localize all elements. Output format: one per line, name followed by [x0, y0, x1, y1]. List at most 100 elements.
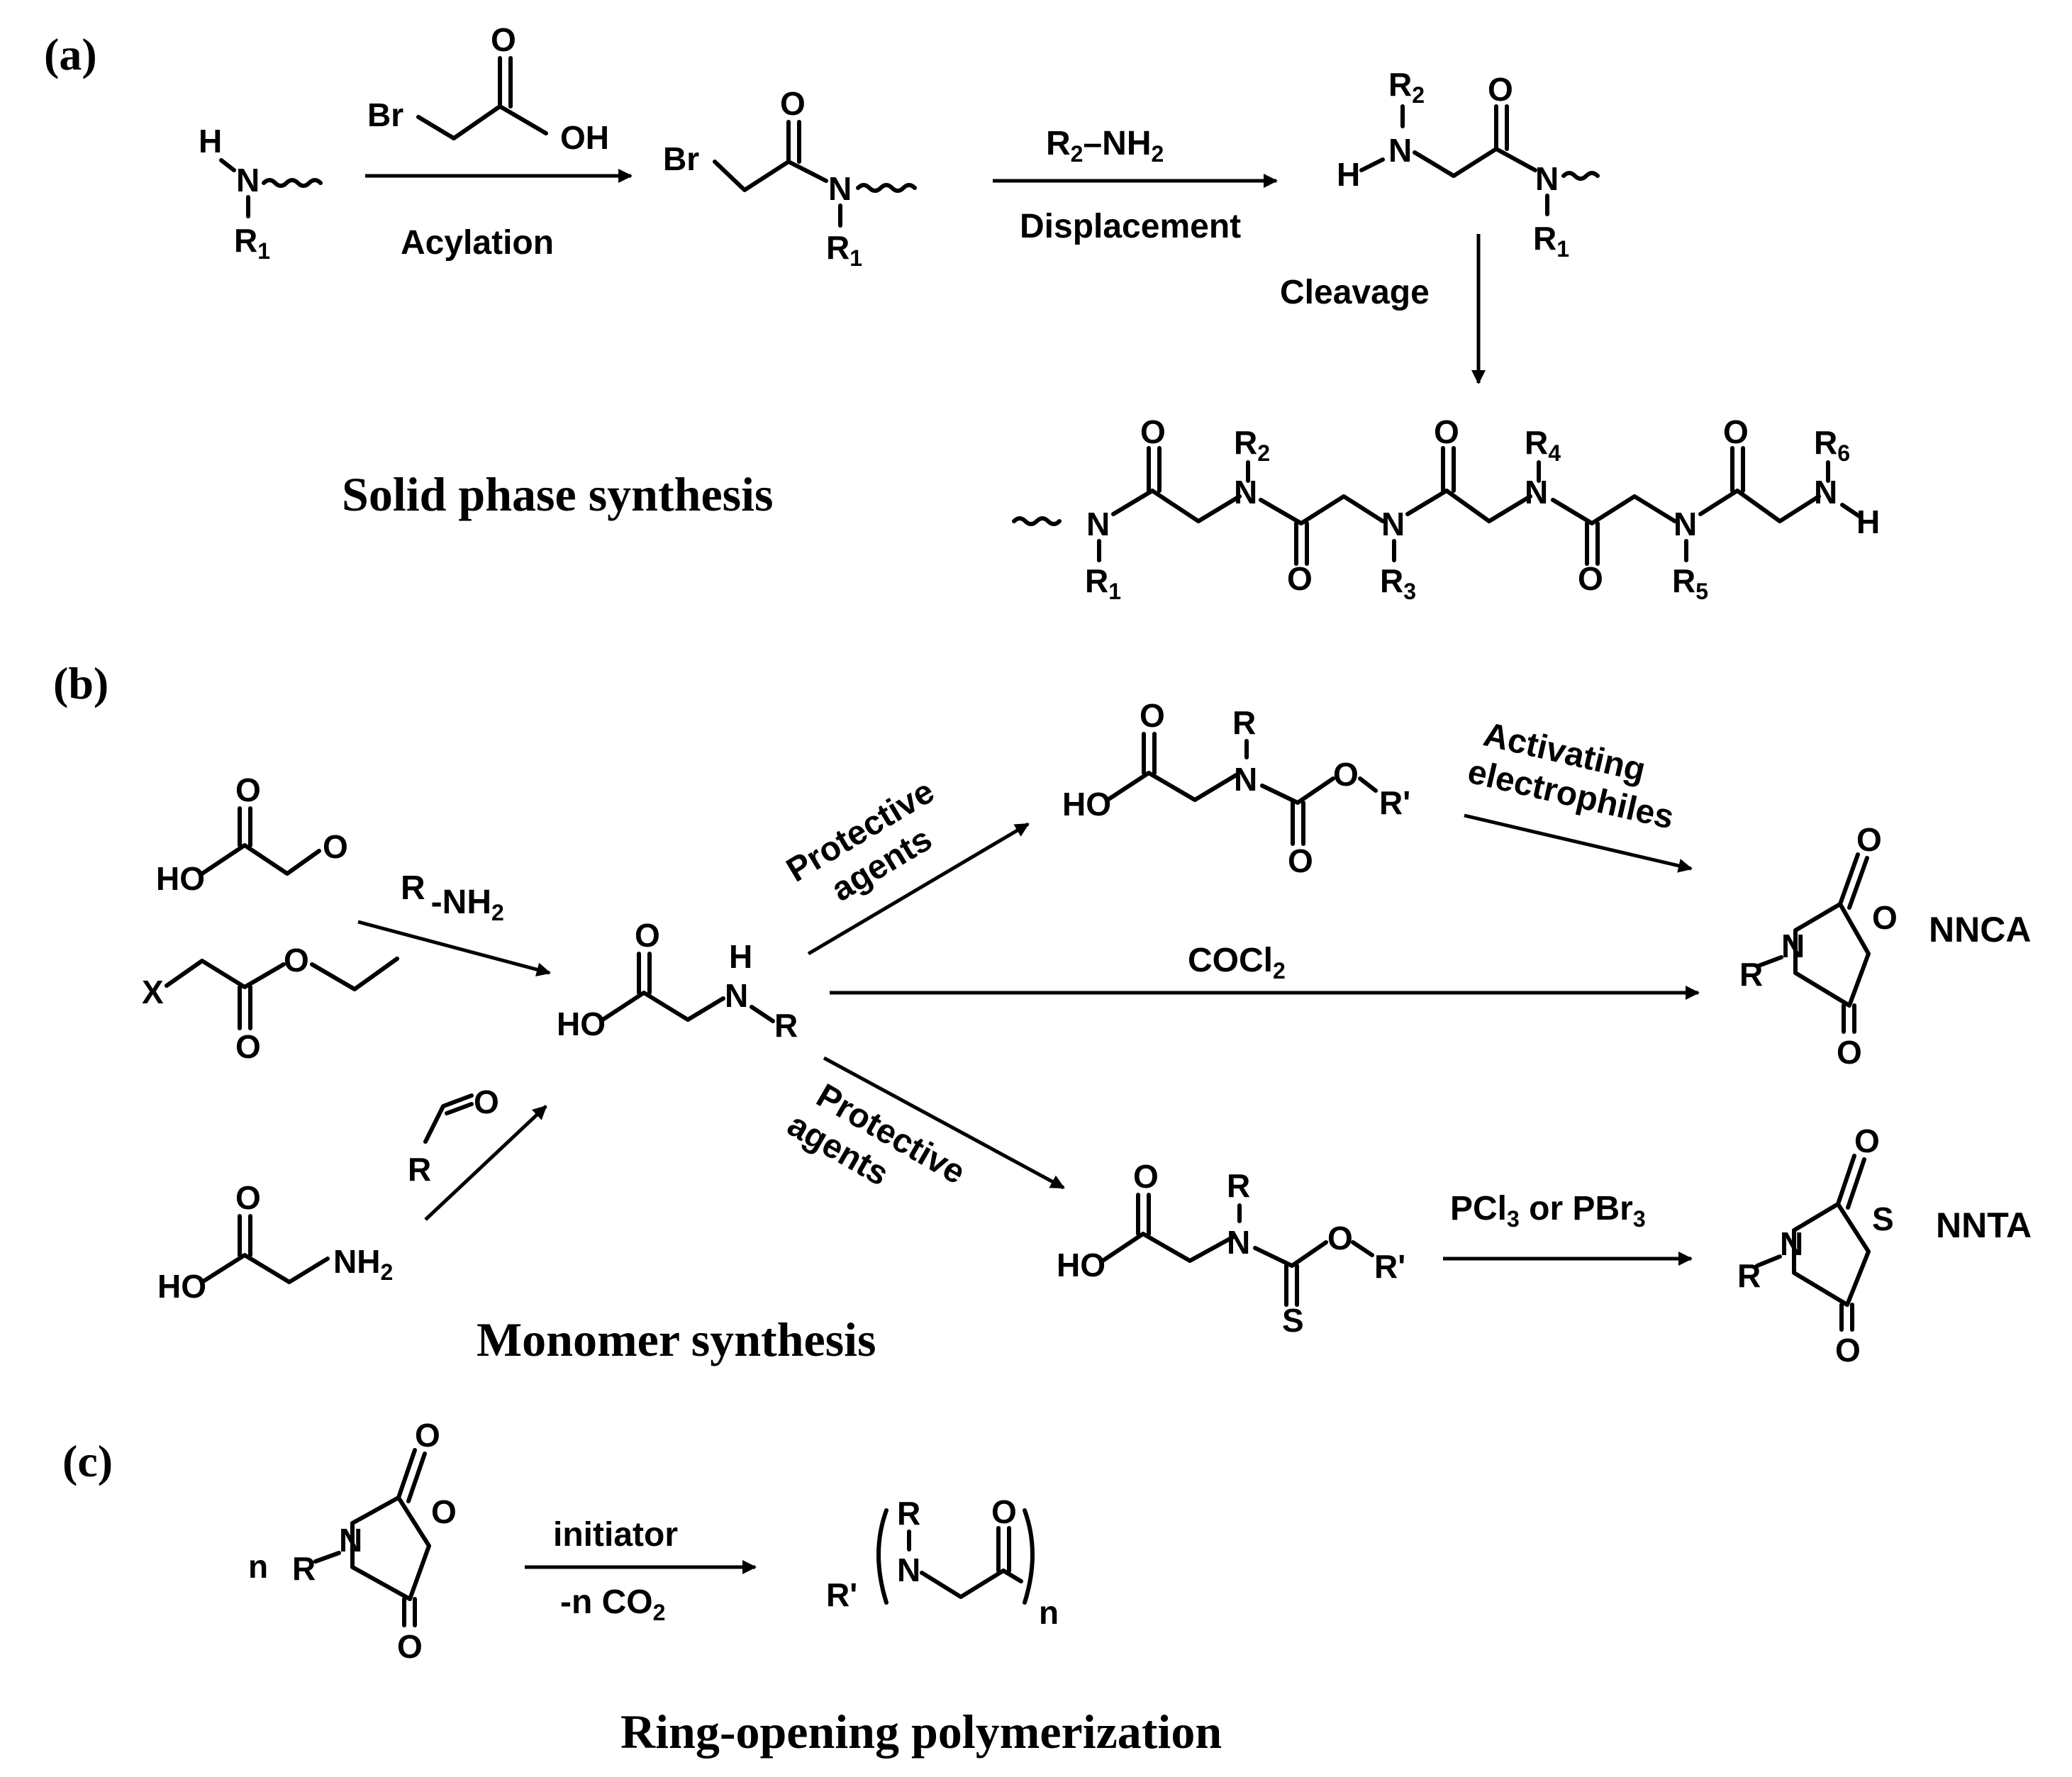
acylation-label: Acylation [401, 224, 554, 262]
svg-text:R: R [1739, 956, 1763, 993]
svg-text:R4: R4 [1525, 424, 1561, 466]
svg-text:H: H [1337, 156, 1360, 193]
svg-text:O: O [1333, 756, 1359, 793]
svg-text:Br: Br [663, 140, 699, 177]
r-nh2-label: R-NH2 [401, 869, 504, 925]
svg-text:R2: R2 [1234, 424, 1270, 466]
svg-text:H: H [729, 938, 752, 975]
arrow-reductive-amination [424, 1105, 547, 1221]
svg-text:O: O [1287, 560, 1313, 597]
svg-text:N: N [1388, 132, 1412, 169]
aldehyde: O R [408, 1084, 499, 1188]
svg-text:O: O [1327, 1220, 1353, 1257]
polypeptoid: R' R N O n [826, 1493, 1059, 1631]
bromoacetic-acid: Br O OH [367, 21, 609, 156]
bromoacetamide: Br O N R1 [663, 85, 917, 271]
svg-text:N: N [828, 170, 852, 207]
svg-text:R1: R1 [1533, 220, 1569, 262]
svg-text:N: N [1781, 928, 1805, 964]
arrow-amination [357, 920, 551, 977]
svg-text:N: N [1086, 506, 1110, 542]
svg-text:O: O [1854, 1123, 1880, 1159]
svg-text:O: O [1872, 899, 1898, 936]
glycine: HO O NH2 [157, 1179, 393, 1305]
svg-text:O: O [1434, 413, 1459, 450]
svg-text:R: R [774, 1007, 798, 1044]
svg-text:R1: R1 [1085, 562, 1121, 604]
nnca-structure: O O O N R [1739, 821, 1898, 1071]
panel-label-c: (c) [62, 1436, 113, 1486]
svg-text:R6: R6 [1814, 424, 1850, 466]
svg-text:O: O [1288, 842, 1313, 879]
panel-label-b: (b) [53, 658, 108, 708]
svg-text:O: O [474, 1084, 499, 1120]
activating-electrophiles: Activatingelectrophiles [1464, 714, 1686, 837]
svg-text:HO: HO [156, 860, 205, 897]
glyoxylic-acid: HO O O [156, 771, 348, 897]
svg-text:N: N [1227, 1224, 1250, 1261]
svg-text:R: R [897, 1495, 920, 1532]
svg-text:R: R [408, 1151, 431, 1188]
svg-text:R1: R1 [826, 229, 862, 271]
peptoid-chain: N R1 O N R2 O N R3 O N R4 O N R5 O N [1012, 413, 1880, 604]
svg-text:S: S [1872, 1201, 1894, 1237]
svg-text:N: N [1780, 1225, 1803, 1262]
nnca-label: NNCA [1929, 910, 2031, 949]
svg-text:R: R [1737, 1257, 1761, 1294]
nnca-monomer: n O O O N R [248, 1417, 457, 1665]
svg-text:R': R' [1379, 784, 1410, 821]
title-solid-phase: Solid phase synthesis [342, 467, 773, 521]
svg-text:R2: R2 [1388, 66, 1425, 108]
svg-text:N: N [1673, 506, 1697, 542]
co2-label: -n CO2 [560, 1583, 665, 1625]
thiocarbamate-intermediate: HO O R N S O R' [1057, 1158, 1405, 1339]
svg-text:O: O [1723, 413, 1749, 450]
r2-nh2-label: R2–NH2 [1046, 125, 1164, 167]
cleavage-label: Cleavage [1280, 274, 1430, 311]
title-monomer: Monomer synthesis [477, 1313, 876, 1366]
svg-text:N: N [236, 162, 260, 199]
peptoid-monomer-on-resin: R2 N H O N R1 [1337, 66, 1600, 262]
svg-text:NH2: NH2 [333, 1243, 393, 1285]
svg-text:O: O [1133, 1158, 1159, 1195]
svg-text:HO: HO [1057, 1247, 1105, 1283]
arrow-protection-top [807, 822, 1030, 956]
svg-text:O: O [235, 1179, 261, 1216]
svg-text:O: O [635, 917, 660, 954]
svg-text:R: R [292, 1550, 316, 1587]
nnta-label: NNTA [1936, 1205, 2032, 1245]
svg-text:R1: R1 [234, 222, 270, 264]
title-ring-opening: Ring-opening polymerization [620, 1705, 1222, 1759]
svg-text:N: N [1234, 761, 1257, 798]
svg-text:O: O [431, 1493, 457, 1530]
displacement-label: Displacement [1020, 208, 1241, 245]
svg-text:N: N [725, 977, 748, 1014]
svg-text:HO: HO [157, 1268, 206, 1305]
svg-text:O: O [235, 771, 261, 808]
svg-text:H: H [199, 123, 222, 160]
svg-text:Br: Br [367, 96, 403, 133]
svg-text:N: N [1814, 474, 1837, 511]
svg-text:O: O [1837, 1034, 1862, 1071]
svg-text:R': R' [1374, 1248, 1405, 1285]
protective-agents-top: Protectiveagents [780, 772, 961, 923]
svg-text:O: O [780, 85, 806, 122]
svg-text:O: O [397, 1628, 423, 1665]
svg-text:N: N [1381, 506, 1405, 542]
svg-text:O: O [1856, 821, 1882, 858]
svg-text:R': R' [826, 1576, 857, 1613]
svg-text:O: O [991, 1493, 1017, 1530]
svg-text:O: O [1140, 413, 1166, 450]
svg-text:O: O [1488, 71, 1513, 108]
pcl3-label: PCl3 or PBr3 [1450, 1190, 1646, 1232]
arrow-protection-bottom [823, 1056, 1065, 1190]
resin-amine: H N R1 [199, 123, 323, 264]
svg-text:n: n [1039, 1594, 1059, 1631]
carbamate-intermediate: HO O R N O O R' [1062, 697, 1410, 879]
svg-text:H: H [1856, 503, 1880, 540]
svg-text:O: O [491, 21, 516, 58]
svg-text:HO: HO [1062, 786, 1111, 823]
svg-text:N: N [1234, 474, 1257, 511]
svg-text:n: n [248, 1548, 268, 1585]
